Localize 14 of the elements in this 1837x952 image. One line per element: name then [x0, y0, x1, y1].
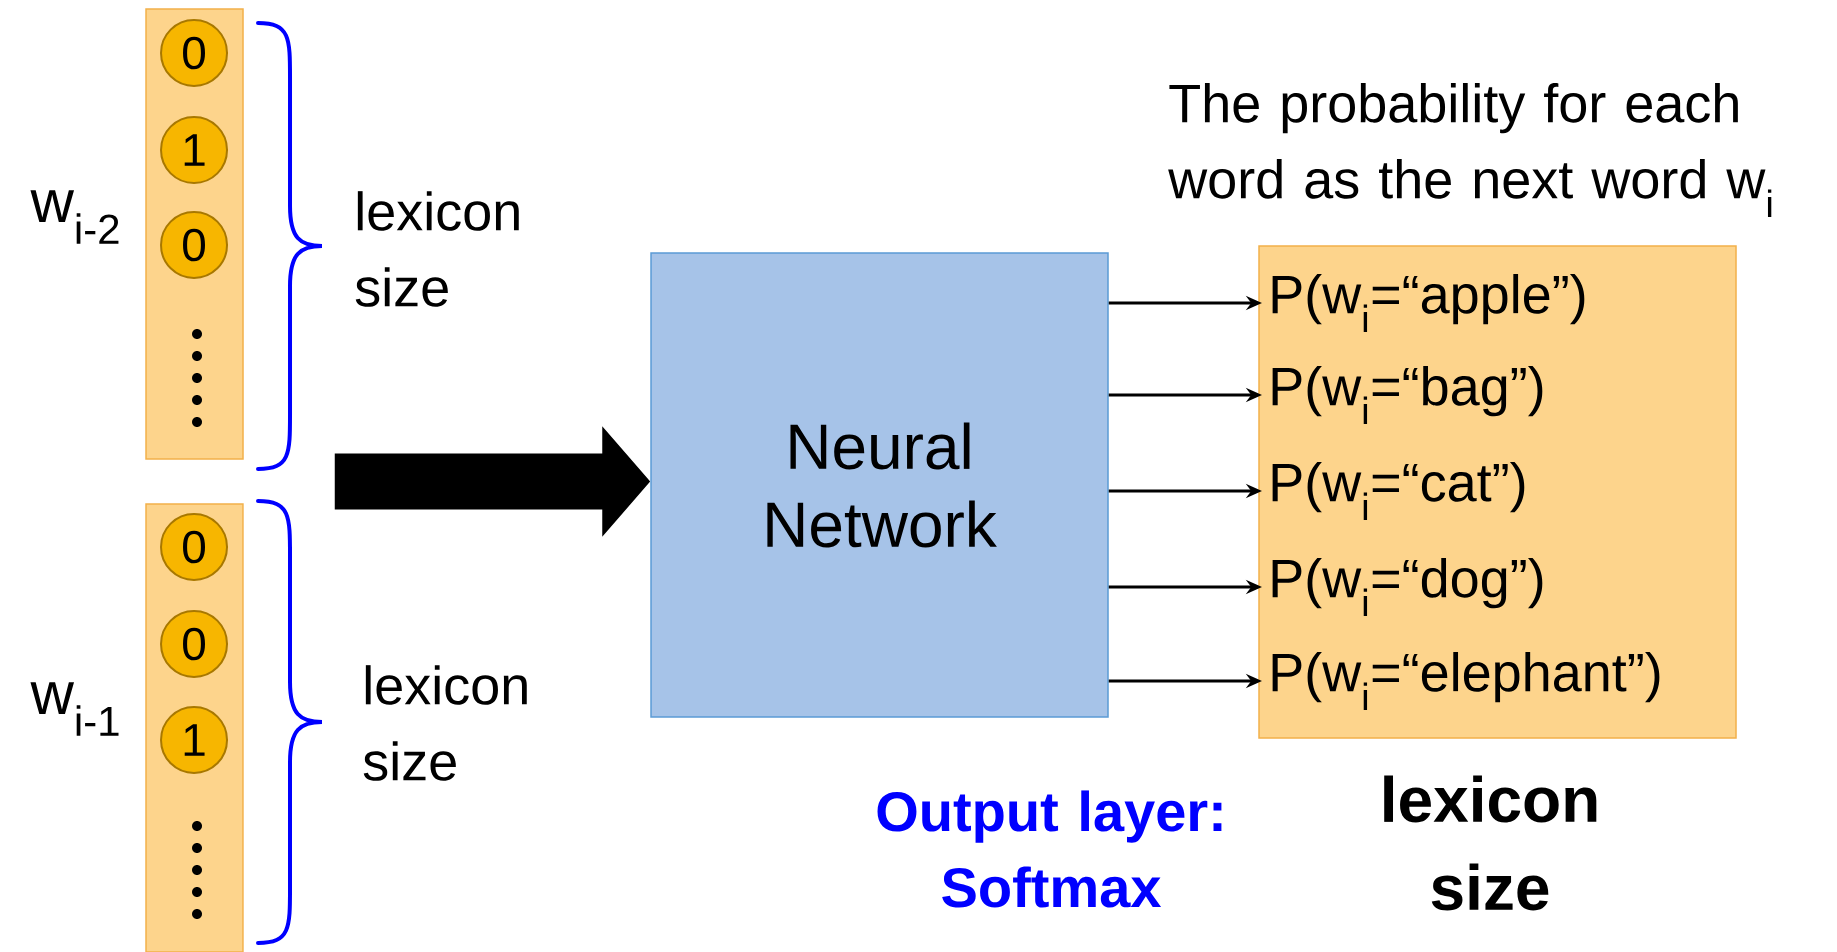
heading-text: The probability for each word as the next word w$_{i}$: [1168, 83, 1772, 217]
lexicon-size-label: lexicon size: [363, 665, 527, 781]
output-text: P(w$_{i}$=“cat”): [1272, 462, 1525, 520]
lexicon-size-label: lexicon size: [1384, 775, 1597, 911]
vector-label: w$_{i-1}$: [30, 682, 119, 736]
vector-label: w$_{i-2}$: [30, 190, 119, 244]
network-box: Neural Network: [650, 252, 1109, 718]
output-text: P(w$_{i}$=“bag”): [1272, 366, 1543, 424]
lexicon-size-label: lexicon size: [355, 191, 519, 307]
probability-box: [1258, 245, 1737, 739]
layer-label: Output layer: Softmax: [877, 790, 1222, 908]
output-text: P(w$_{i}$=“elephant”): [1272, 652, 1660, 710]
output-text: P(w$_{i}$=“dog”): [1272, 558, 1543, 616]
output-text: P(w$_{i}$=“apple”): [1272, 274, 1585, 332]
